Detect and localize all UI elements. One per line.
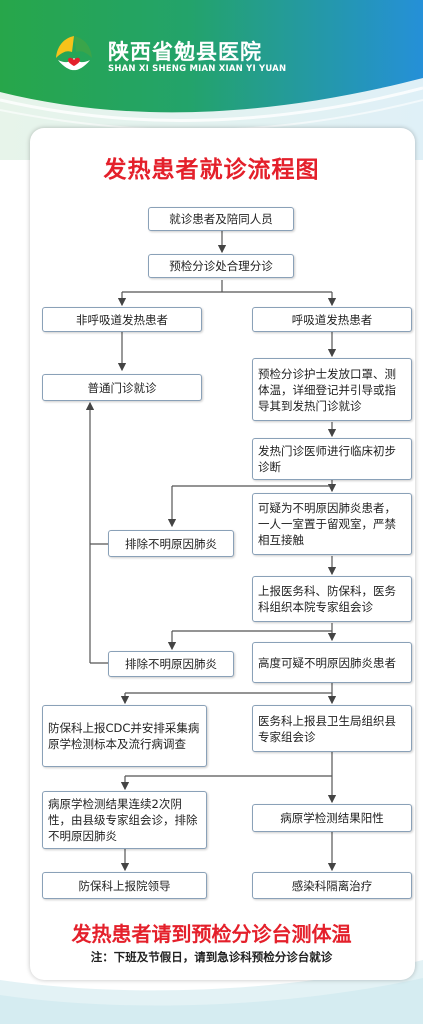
step-highly-suspected: 高度可疑不明原因肺炎患者 (252, 642, 412, 683)
step-triage: 预检分诊处合理分诊 (148, 254, 294, 278)
step-isolation-treatment: 感染科隔离治疗 (252, 872, 412, 899)
step-report-cdc: 防保科上报CDC并安排采集病原学检测标本及流行病调查 (42, 705, 207, 767)
step-respiratory-fever: 呼吸道发热患者 (252, 307, 412, 332)
step-report-medical-affairs: 上报医务科、防保科，医务科组织本院专家组会诊 (252, 576, 412, 622)
step-exclude-pneumonia-2: 排除不明原因肺炎 (108, 651, 234, 677)
hospital-name: 陕西省勉县医院 (108, 40, 262, 64)
step-fever-clinic-diagnosis: 发热门诊医师进行临床初步诊断 (252, 438, 412, 480)
step-exclude-pneumonia-1: 排除不明原因肺炎 (108, 530, 234, 557)
step-positive-result: 病原学检测结果阳性 (252, 804, 412, 832)
step-county-expert-consult: 医务科上报县卫生局组织县专家组会诊 (252, 705, 412, 752)
flowchart-title: 发热患者就诊流程图 (103, 157, 320, 183)
footer-note: 注：下班及节假日，请到急诊科预检分诊台就诊 (90, 950, 333, 964)
hospital-name-en: SHAN XI SHENG MIAN XIAN YI YUAN (108, 64, 287, 74)
footer-slogan: 发热患者请到预检分诊台测体温 (71, 922, 352, 946)
step-non-respiratory-fever: 非呼吸道发热患者 (42, 307, 202, 332)
step-report-hospital-leaders: 防保科上报院领导 (42, 872, 207, 899)
step-negative-result: 病原学检测结果连续2次阴性，由县级专家组会诊，排除不明原因肺炎 (42, 791, 207, 849)
step-triage-nurse-mask: 预检分诊护士发放口罩、测体温，详细登记并引导或指导其到发热门诊就诊 (252, 358, 412, 421)
step-suspected-pneumonia-isolation: 可疑为不明原因肺炎患者，一人一室置于留观室，严禁相互接触 (252, 493, 412, 555)
hospital-logo-icon (56, 36, 92, 71)
step-outpatient-visit: 普通门诊就诊 (42, 374, 202, 401)
step-patient-arrival: 就诊患者及陪同人员 (148, 207, 294, 231)
